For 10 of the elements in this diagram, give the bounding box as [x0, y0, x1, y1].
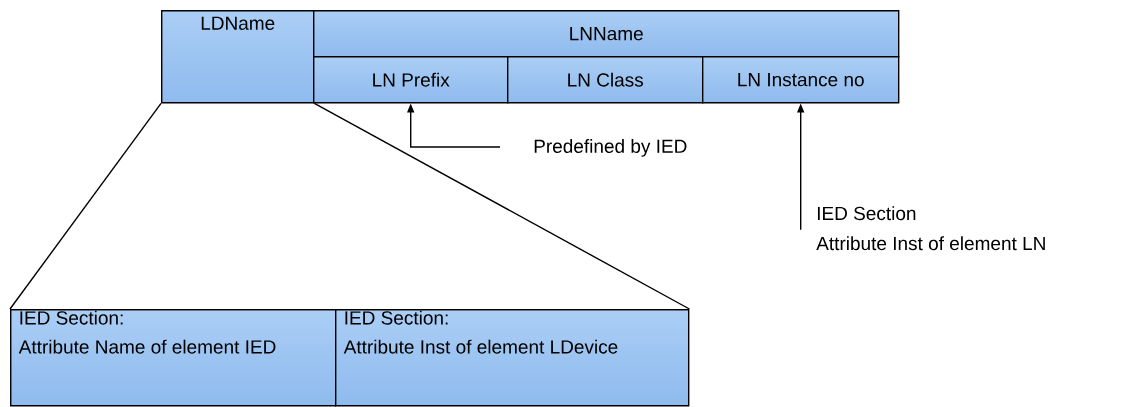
section-box: IED Section: Attribute Name of element IED [10, 309, 337, 407]
header-cell: LN Class [507, 56, 704, 104]
header-cell: LN Instance no [702, 56, 900, 104]
expansion-line [9, 102, 162, 310]
annotation-text: Predefined by IED [534, 139, 687, 157]
section-box: IED Section: Attribute Inst of element LDevice [335, 309, 690, 407]
expansion-line [313, 102, 691, 310]
header-cell: LN Prefix [313, 56, 509, 104]
header-cell: LDName [161, 10, 315, 104]
annotation-text: IED Section Attribute Inst of element LN [816, 206, 1045, 251]
